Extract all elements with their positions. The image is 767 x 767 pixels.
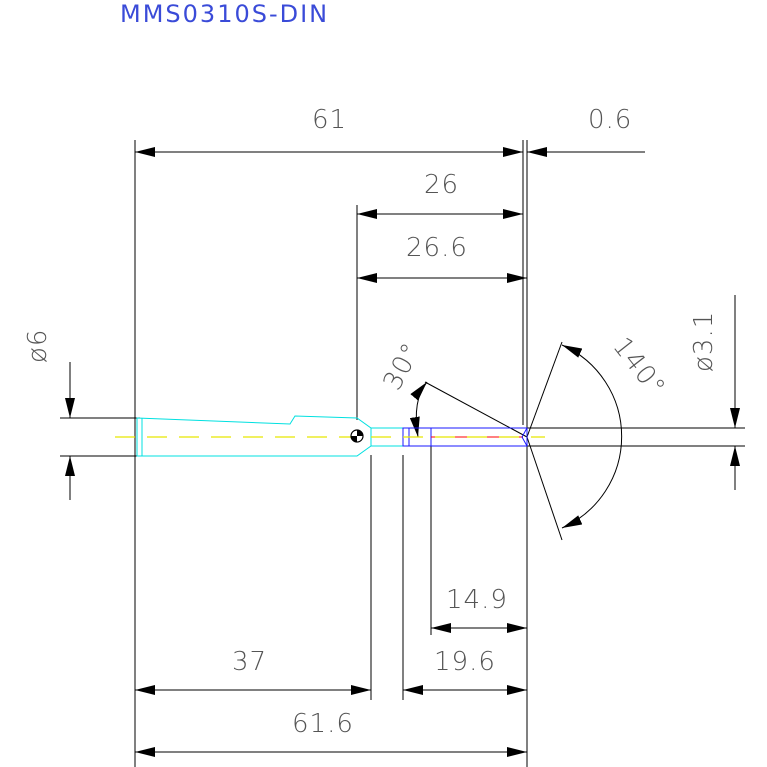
dim-19.6-label: 19.6 [434, 647, 496, 677]
dimension-lines [65, 147, 740, 757]
angle-140-construction [526, 341, 623, 541]
dim-phi6-label: ø6 [23, 329, 53, 363]
dim-30deg-label: 30° [378, 338, 428, 395]
drawing-title: MMS0310S-DIN [120, 0, 329, 28]
dim-26-label: 26 [424, 170, 459, 200]
dim-37-label: 37 [232, 647, 267, 677]
dim-140deg-label: 140° [606, 332, 671, 403]
angle-30-construction [409, 381, 528, 438]
center-of-gravity-marker [350, 429, 364, 443]
dim-0.6-label: 0.6 [588, 105, 632, 135]
dim-61.6-label: 61.6 [292, 709, 354, 739]
dim-26.6-label: 26.6 [406, 233, 468, 263]
dim-14.9-label: 14.9 [446, 585, 508, 615]
extension-lines [60, 140, 745, 767]
tool-body [115, 415, 545, 457]
dim-61-label: 61 [312, 105, 347, 135]
dim-phi3.1-label: ø3.1 [689, 311, 719, 372]
